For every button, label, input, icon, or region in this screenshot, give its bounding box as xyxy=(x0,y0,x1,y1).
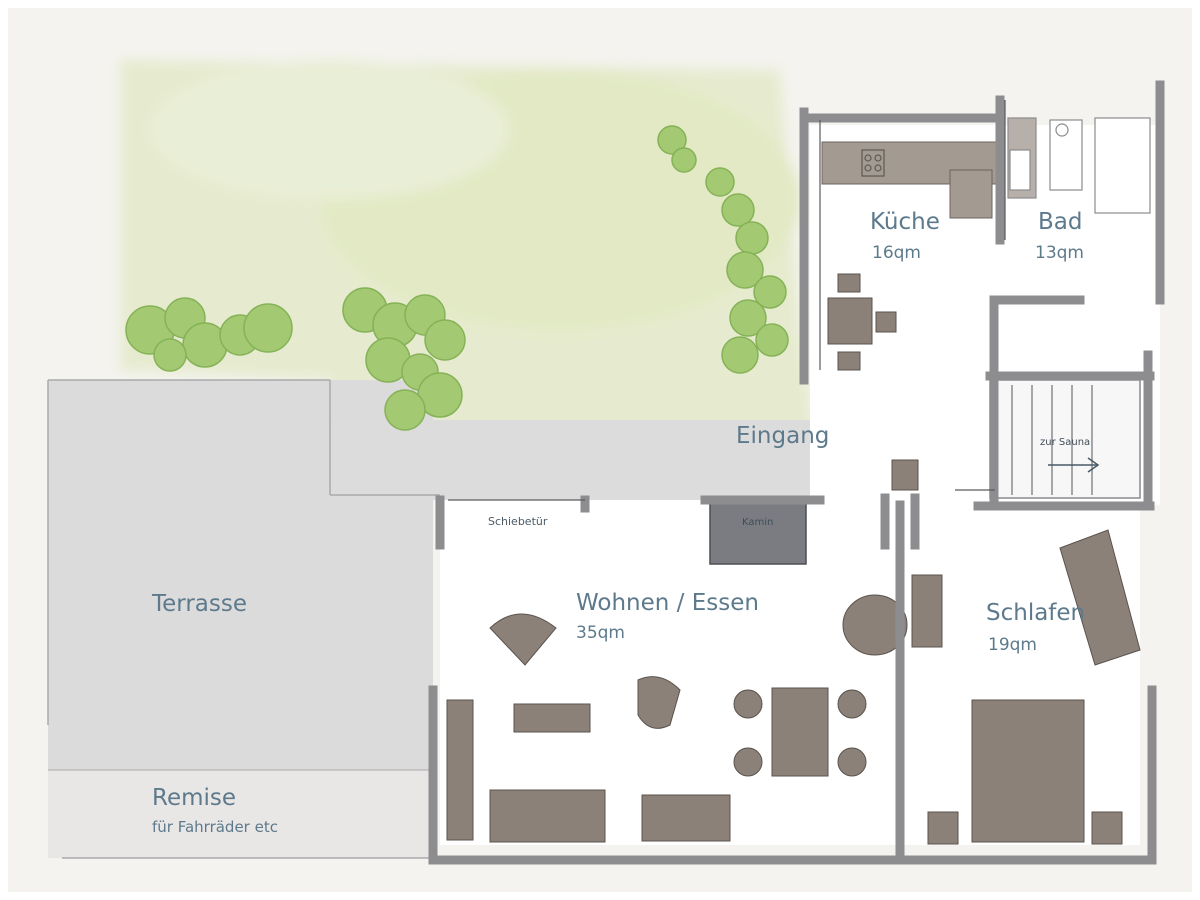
room-area-kueche: 16qm xyxy=(872,243,921,263)
room-label-eingang: Eingang xyxy=(736,423,830,449)
kitchen-counter xyxy=(821,141,998,219)
kamin-block xyxy=(709,497,807,565)
sauna-arrow-icon xyxy=(1048,457,1100,473)
shrubs xyxy=(125,125,789,431)
room-label-kueche: Küche xyxy=(870,209,940,235)
walls xyxy=(428,80,1165,865)
label-schiebetuer: Schiebetür xyxy=(488,515,548,528)
room-area-schlafen: 19qm xyxy=(988,635,1037,655)
room-area-wohnen: 35qm xyxy=(576,623,625,643)
dining-table-kitchen xyxy=(827,273,897,371)
room-label-schlafen: Schlafen xyxy=(986,600,1086,626)
room-area-bad: 13qm xyxy=(1035,243,1084,263)
living-furniture xyxy=(446,459,919,843)
bedroom-furniture xyxy=(911,529,1141,845)
area-label-remise: Remise xyxy=(152,785,237,811)
label-kamin: Kamin xyxy=(742,517,774,528)
terrasse-area xyxy=(47,379,820,859)
room-label-wohnen: Wohnen / Essen xyxy=(576,590,759,616)
staircase xyxy=(989,379,1141,499)
label-zur-sauna: zur Sauna xyxy=(1040,437,1091,448)
area-label-terrasse: Terrasse xyxy=(152,591,248,617)
bathroom-fixtures xyxy=(1007,117,1151,214)
kitchen-sink-icon xyxy=(861,149,885,177)
area-sub-remise: für Fahrräder etc xyxy=(152,818,278,836)
wall-lines xyxy=(448,100,1006,501)
room-label-bad: Bad xyxy=(1038,209,1083,235)
